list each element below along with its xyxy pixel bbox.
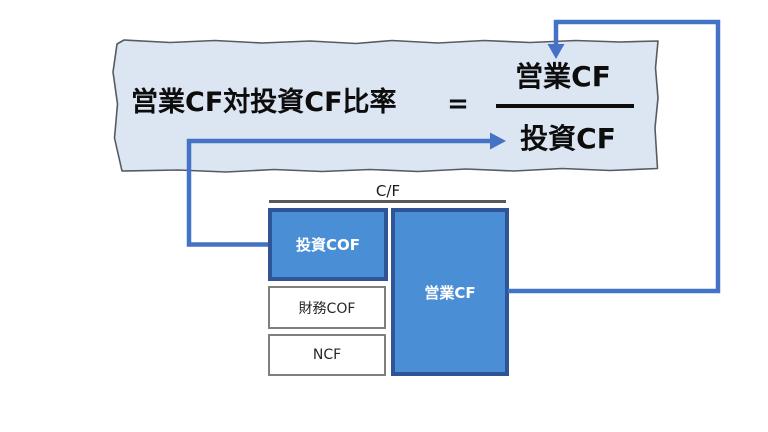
box-financing-cof-label: 財務COF bbox=[298, 300, 356, 317]
operating-cf-arrow bbox=[508, 19, 721, 294]
box-investing-cof: 投資COF bbox=[268, 208, 388, 281]
formula-title: 営業CF対投資CF比率 bbox=[131, 87, 397, 118]
fraction-numerator-operating-cf: 営業CF bbox=[515, 60, 611, 93]
fraction-denominator-investing-cf: 投資CF bbox=[520, 122, 616, 155]
equals-sign: = bbox=[447, 89, 469, 119]
box-operating-cf-label: 営業CF bbox=[424, 283, 476, 302]
box-ncf-label: NCF bbox=[312, 347, 342, 363]
cf-statement-label: C/F bbox=[375, 182, 401, 200]
box-operating-cf: 営業CF bbox=[391, 208, 509, 376]
right-arrowhead-icon bbox=[490, 132, 506, 150]
fraction-bar bbox=[496, 104, 634, 108]
investing-cf-arrow bbox=[186, 132, 506, 247]
box-investing-cof-label: 投資COF bbox=[295, 236, 360, 254]
box-ncf: NCF bbox=[268, 334, 386, 376]
cf-underline bbox=[269, 200, 506, 203]
down-arrowhead-icon bbox=[547, 44, 565, 59]
box-financing-cof: 財務COF bbox=[268, 286, 386, 329]
